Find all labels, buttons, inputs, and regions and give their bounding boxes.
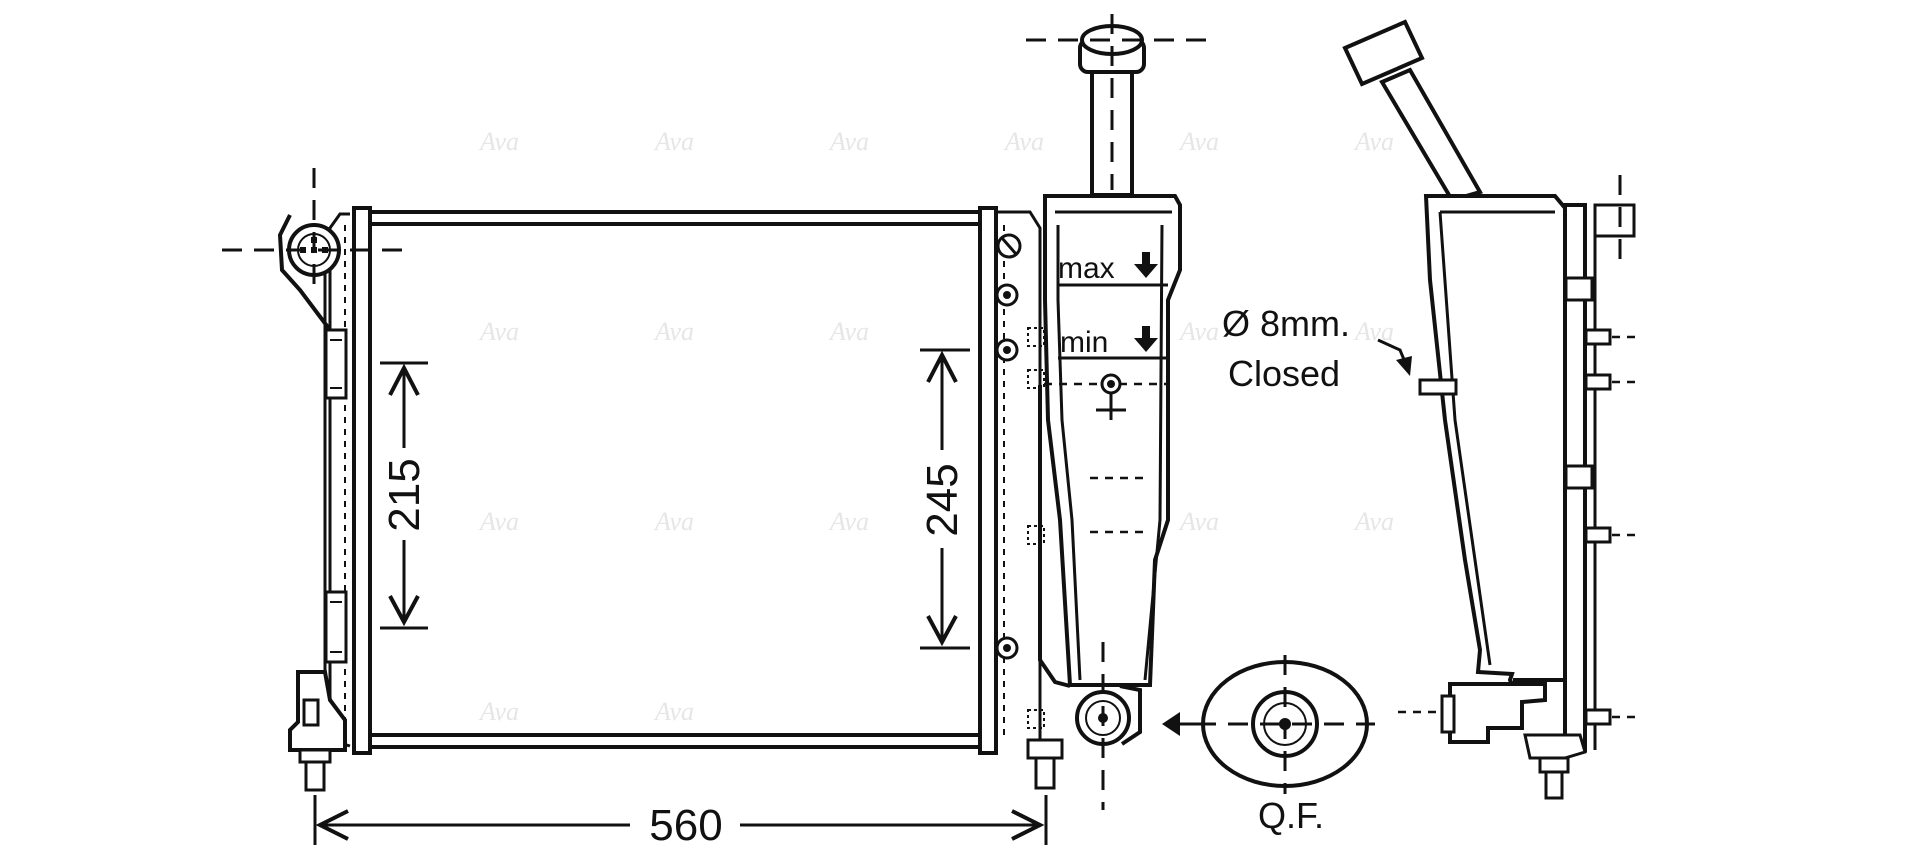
svg-text:Ava: Ava: [653, 127, 694, 156]
dim-560-label: 560: [649, 801, 722, 850]
svg-text:Ava: Ava: [1178, 507, 1219, 536]
max-arrow-icon: [1134, 252, 1158, 278]
svg-text:Ava: Ava: [653, 317, 694, 346]
expansion-tank: max min: [1026, 14, 1210, 810]
right-header-tank: [978, 206, 1045, 755]
min-level-label: min: [1060, 326, 1108, 359]
quick-fit-connector-detail: Q.F.: [1162, 655, 1375, 836]
right-mount-foot: [1026, 738, 1064, 790]
dimension-height-215: 215: [380, 361, 429, 630]
svg-text:Ava: Ava: [478, 697, 519, 726]
dim-215-label: 215: [380, 458, 429, 531]
svg-text:Ava: Ava: [1353, 127, 1394, 156]
min-arrow-icon: [1134, 326, 1158, 352]
closed-label: Closed: [1228, 353, 1340, 394]
diameter-label: Ø 8mm.: [1222, 303, 1350, 344]
svg-text:Ava: Ava: [1353, 507, 1394, 536]
left-mount-foot: [288, 670, 347, 792]
svg-text:Ava: Ava: [653, 697, 694, 726]
pointer-arrow-icon: [1162, 712, 1180, 736]
max-level-label: max: [1058, 252, 1115, 285]
svg-text:Ava: Ava: [478, 507, 519, 536]
svg-text:Ava: Ava: [1178, 317, 1219, 346]
dimension-height-245: 245: [918, 348, 970, 650]
svg-text:Ava: Ava: [478, 127, 519, 156]
side-view: [1342, 19, 1640, 800]
radiator-core: [368, 210, 982, 749]
svg-text:Ava: Ava: [1178, 127, 1219, 156]
svg-text:Ava: Ava: [828, 127, 869, 156]
outlet-annotation: Ø 8mm. Closed: [1222, 303, 1412, 394]
svg-text:Ava: Ava: [1353, 317, 1394, 346]
left-inlet-pipe: [222, 168, 408, 332]
svg-text:Ava: Ava: [1003, 127, 1044, 156]
svg-text:Ava: Ava: [653, 507, 694, 536]
quick-fit-label: Q.F.: [1258, 795, 1324, 836]
svg-text:Ava: Ava: [478, 317, 519, 346]
dimension-width-560: 560: [313, 795, 1048, 850]
svg-text:Ava: Ava: [828, 317, 869, 346]
dim-245-label: 245: [918, 463, 967, 536]
leader-arrow-icon: [1396, 356, 1412, 376]
svg-text:Ava: Ava: [828, 507, 869, 536]
